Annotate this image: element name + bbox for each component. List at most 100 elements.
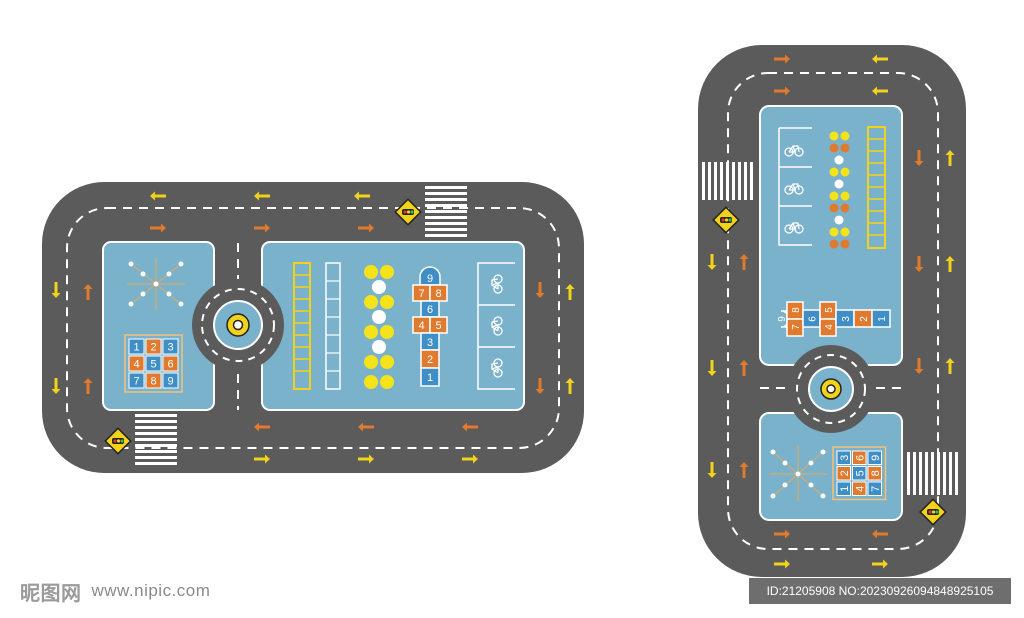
hopscotch: 9 7 8 6 4 5 3 2 1 — [412, 266, 448, 387]
grid-number: 9 — [167, 376, 173, 388]
arrow-icon — [945, 150, 955, 166]
hopscotch-top — [419, 266, 441, 286]
svg-text:7: 7 — [791, 324, 802, 330]
traffic-light-sign-icon — [104, 427, 132, 455]
arrow-icon — [51, 378, 61, 394]
arrow-icon — [83, 378, 93, 394]
grid-number: 5 — [854, 470, 866, 476]
roundabout-dashes — [201, 288, 275, 362]
arrow-icon — [945, 358, 955, 374]
traffic-light-sign-icon — [919, 498, 947, 526]
grid-cell — [145, 355, 162, 372]
crosswalk-bottom — [135, 414, 177, 465]
arrow-icon — [914, 256, 924, 272]
arrow-icon — [707, 360, 717, 376]
grid-cell — [128, 372, 145, 389]
grid-cell — [162, 355, 179, 372]
grid-cell — [145, 372, 162, 389]
arrow-icon — [83, 284, 93, 300]
nipic-logo-text: 昵图网 — [20, 580, 82, 605]
arrow-icon — [872, 529, 888, 539]
bicycle-icon — [784, 222, 804, 234]
arrow-icon — [51, 282, 61, 298]
arrow-icon — [462, 454, 478, 464]
svg-text:2: 2 — [859, 316, 870, 322]
svg-text:9: 9 — [777, 316, 788, 322]
arrow-icon — [354, 191, 370, 201]
arrow-icon — [872, 559, 888, 569]
arrow-icon — [462, 422, 478, 432]
arrow-icon — [739, 254, 749, 270]
grid-cell — [128, 355, 145, 372]
grid-number: 4 — [133, 359, 139, 371]
grid-number: 2 — [150, 342, 156, 354]
grid-number: 6 — [854, 455, 866, 461]
stepping-dots — [364, 265, 394, 389]
svg-text:1: 1 — [427, 372, 433, 384]
vertical-road-mat: 9 8 7 6 5 4 3 2 1 — [698, 45, 966, 577]
svg-text:3: 3 — [841, 316, 852, 322]
arrow-icon — [774, 529, 790, 539]
agility-ladder — [867, 126, 886, 249]
grid-cell — [867, 450, 882, 465]
crosswalk-top — [425, 186, 467, 237]
stepping-dots — [829, 131, 850, 249]
grid-cell — [162, 372, 179, 389]
svg-text:3: 3 — [427, 337, 433, 349]
arrow-icon — [945, 256, 955, 272]
arrow-icon — [914, 358, 924, 374]
arrow-icon — [739, 360, 749, 376]
svg-text:7: 7 — [418, 288, 424, 300]
arrow-icon — [872, 54, 888, 64]
crosswalk-right — [907, 452, 958, 495]
svg-text:2: 2 — [427, 354, 433, 366]
bicycle-icon — [491, 358, 503, 378]
traffic-light-sign-icon — [712, 206, 740, 234]
arrow-icon — [535, 378, 545, 394]
grid-cell — [867, 481, 882, 496]
arrow-icon — [565, 284, 575, 300]
arrow-icon — [254, 223, 270, 233]
bike-parking — [477, 262, 515, 390]
grid-cell — [852, 450, 867, 465]
arrow-icon — [358, 422, 374, 432]
arrow-icon — [774, 86, 790, 96]
grid-cell — [852, 466, 867, 481]
grid-cell — [836, 481, 851, 496]
grid-cell — [867, 466, 882, 481]
roundabout-sign-icon — [226, 313, 250, 337]
svg-text:9: 9 — [427, 273, 433, 285]
agility-cross-pattern — [127, 258, 185, 310]
grid-number: 3 — [839, 455, 851, 461]
arrow-icon — [254, 191, 270, 201]
arrow-icon — [872, 86, 888, 96]
grid-number: 7 — [870, 486, 882, 492]
arrow-icon — [739, 462, 749, 478]
svg-text:8: 8 — [791, 307, 802, 313]
grid-number: 8 — [870, 470, 882, 476]
grid-cell — [162, 338, 179, 355]
road-arrows — [51, 191, 575, 464]
grid-number: 2 — [839, 470, 851, 476]
bicycle-icon — [784, 145, 804, 157]
arrow-icon — [914, 150, 924, 166]
svg-text:8: 8 — [435, 288, 441, 300]
arrow-icon — [535, 282, 545, 298]
traffic-light-sign-icon — [394, 198, 422, 226]
roundabout-sign-icon — [820, 378, 842, 400]
agility-cross-pattern — [769, 446, 827, 502]
arrow-icon — [774, 559, 790, 569]
image-id-banner: ID:21205908 NO:20230926094848925105 — [749, 578, 1011, 604]
grid-cell — [836, 450, 851, 465]
svg-text:6: 6 — [427, 304, 433, 316]
lane-dashes-outer — [727, 72, 939, 550]
lane-dashes-outer — [66, 207, 560, 449]
arrow-icon — [707, 462, 717, 478]
arrow-icon — [358, 454, 374, 464]
grid-number: 8 — [150, 376, 156, 388]
arrow-icon — [254, 422, 270, 432]
grid-cell — [145, 338, 162, 355]
svg-text:5: 5 — [824, 307, 835, 313]
